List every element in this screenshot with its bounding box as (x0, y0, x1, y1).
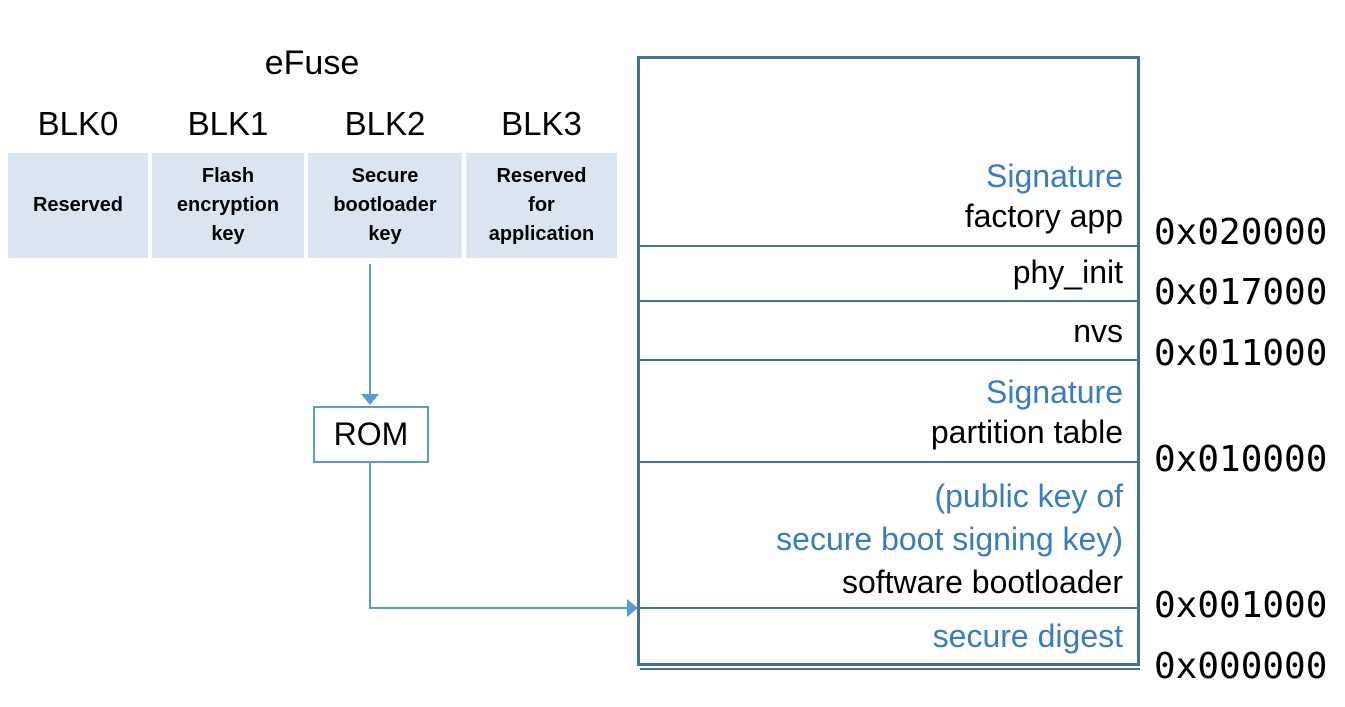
blk2-to-rom-arrowhead-icon (361, 394, 379, 405)
divider-0x010000 (640, 461, 1137, 463)
address-0x001000: 0x001000 (1154, 585, 1328, 626)
efuse-block-blk1: Flash encryption key (152, 153, 304, 258)
label-partition-table: partition table (930, 414, 1123, 450)
label-signature-factory-app: Signature (986, 158, 1123, 194)
flash-layout-box (637, 56, 1140, 666)
divider-0x020000 (640, 245, 1137, 247)
blk1-heading: BLK1 (187, 105, 269, 142)
efuse-block-blk3: Reserved for application (466, 153, 617, 258)
divider-0x011000 (640, 359, 1137, 361)
label-factory-app: factory app (964, 198, 1123, 234)
label-phy-init: phy_init (1012, 254, 1123, 290)
label-nvs: nvs (1073, 313, 1123, 349)
flash-box-bottom-outer-line (640, 668, 1140, 670)
rom-to-flash-vertical-line (369, 463, 371, 608)
rom-to-flash-horizontal-line (369, 607, 628, 609)
address-0x010000: 0x010000 (1154, 439, 1328, 480)
efuse-block-blk2: Secure bootloader key (308, 153, 462, 258)
label-public-key-line1: (public key of (934, 478, 1123, 514)
blk2-heading: BLK2 (344, 105, 426, 142)
label-public-key-line2: secure boot signing key) (776, 521, 1123, 557)
label-software-bootloader: software bootloader (841, 564, 1123, 600)
blk0-heading: BLK0 (37, 105, 119, 142)
label-secure-digest: secure digest (932, 618, 1123, 654)
blk2-to-rom-line (369, 264, 371, 394)
divider-0x017000 (640, 300, 1137, 302)
rom-box: ROM (313, 406, 429, 463)
efuse-title: eFuse (264, 44, 360, 82)
efuse-block-blk0: Reserved (8, 153, 148, 258)
rom-to-flash-arrowhead-icon (627, 599, 638, 617)
divider-0x001000 (640, 607, 1137, 609)
address-0x017000: 0x017000 (1154, 272, 1328, 313)
label-signature-partition-table: Signature (986, 374, 1123, 410)
blk3-heading: BLK3 (501, 105, 582, 142)
address-0x020000: 0x020000 (1154, 212, 1328, 253)
address-0x000000: 0x000000 (1154, 646, 1328, 687)
address-0x011000: 0x011000 (1154, 333, 1328, 374)
rom-label: ROM (333, 416, 409, 452)
